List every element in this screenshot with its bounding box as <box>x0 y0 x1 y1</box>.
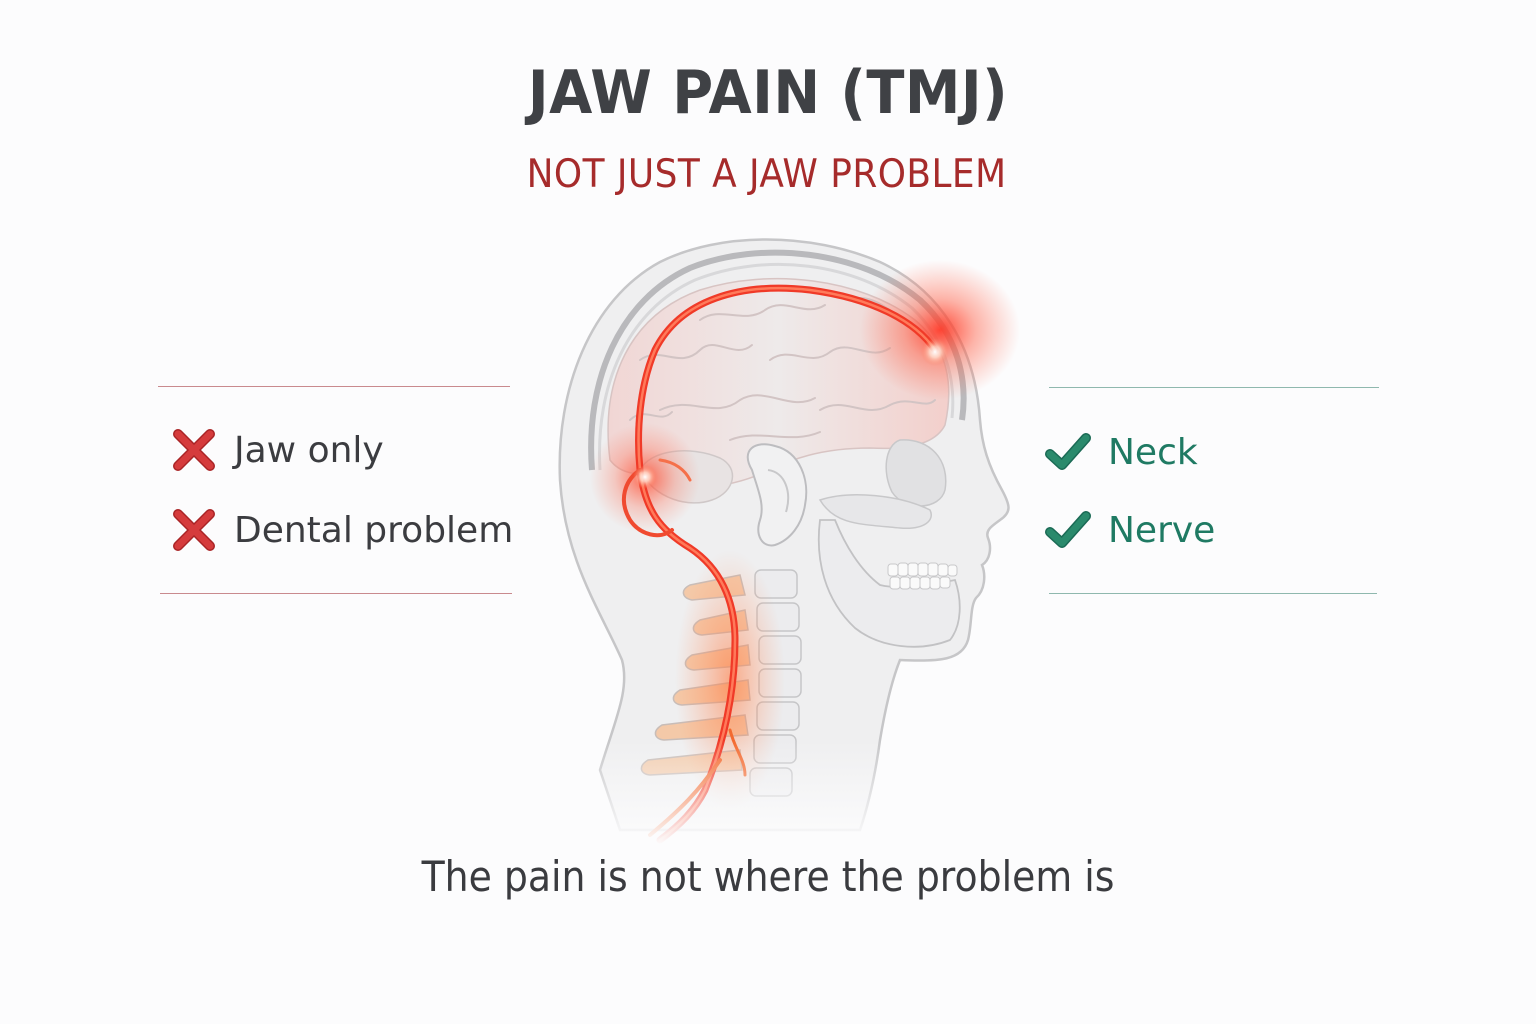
left-top-divider <box>158 386 510 387</box>
x-mark-icon <box>173 429 215 471</box>
footer-caption: The pain is not where the problem is <box>421 852 1115 901</box>
myth-label: Dental problem <box>234 509 514 551</box>
right-bottom-divider <box>1049 593 1377 594</box>
jaw-bone <box>817 519 961 648</box>
myth-label: Jaw only <box>234 429 384 471</box>
forehead-flare <box>921 338 949 366</box>
jaw-flare <box>633 465 657 489</box>
cause-label: Nerve <box>1108 509 1216 551</box>
myth-item-dental-problem: Dental problem <box>170 506 513 554</box>
left-bottom-divider <box>160 593 512 594</box>
checkmark-icon <box>1045 433 1091 470</box>
page-title: JAW PAIN (TMJ) <box>527 58 1009 128</box>
page-subtitle: NOT JUST A JAW PROBLEM <box>526 152 1007 197</box>
cause-item-nerve: Nerve <box>1044 506 1215 554</box>
head-anatomy-illustration <box>520 238 1080 845</box>
right-top-divider <box>1049 387 1379 388</box>
x-mark-icon <box>173 509 215 551</box>
checkmark-icon <box>1045 511 1091 548</box>
cause-label: Neck <box>1108 431 1198 473</box>
myth-item-jaw-only: Jaw only <box>170 426 384 474</box>
forehead-pain-glow <box>860 260 1020 400</box>
cause-item-neck: Neck <box>1044 428 1198 476</box>
ear <box>746 443 808 547</box>
